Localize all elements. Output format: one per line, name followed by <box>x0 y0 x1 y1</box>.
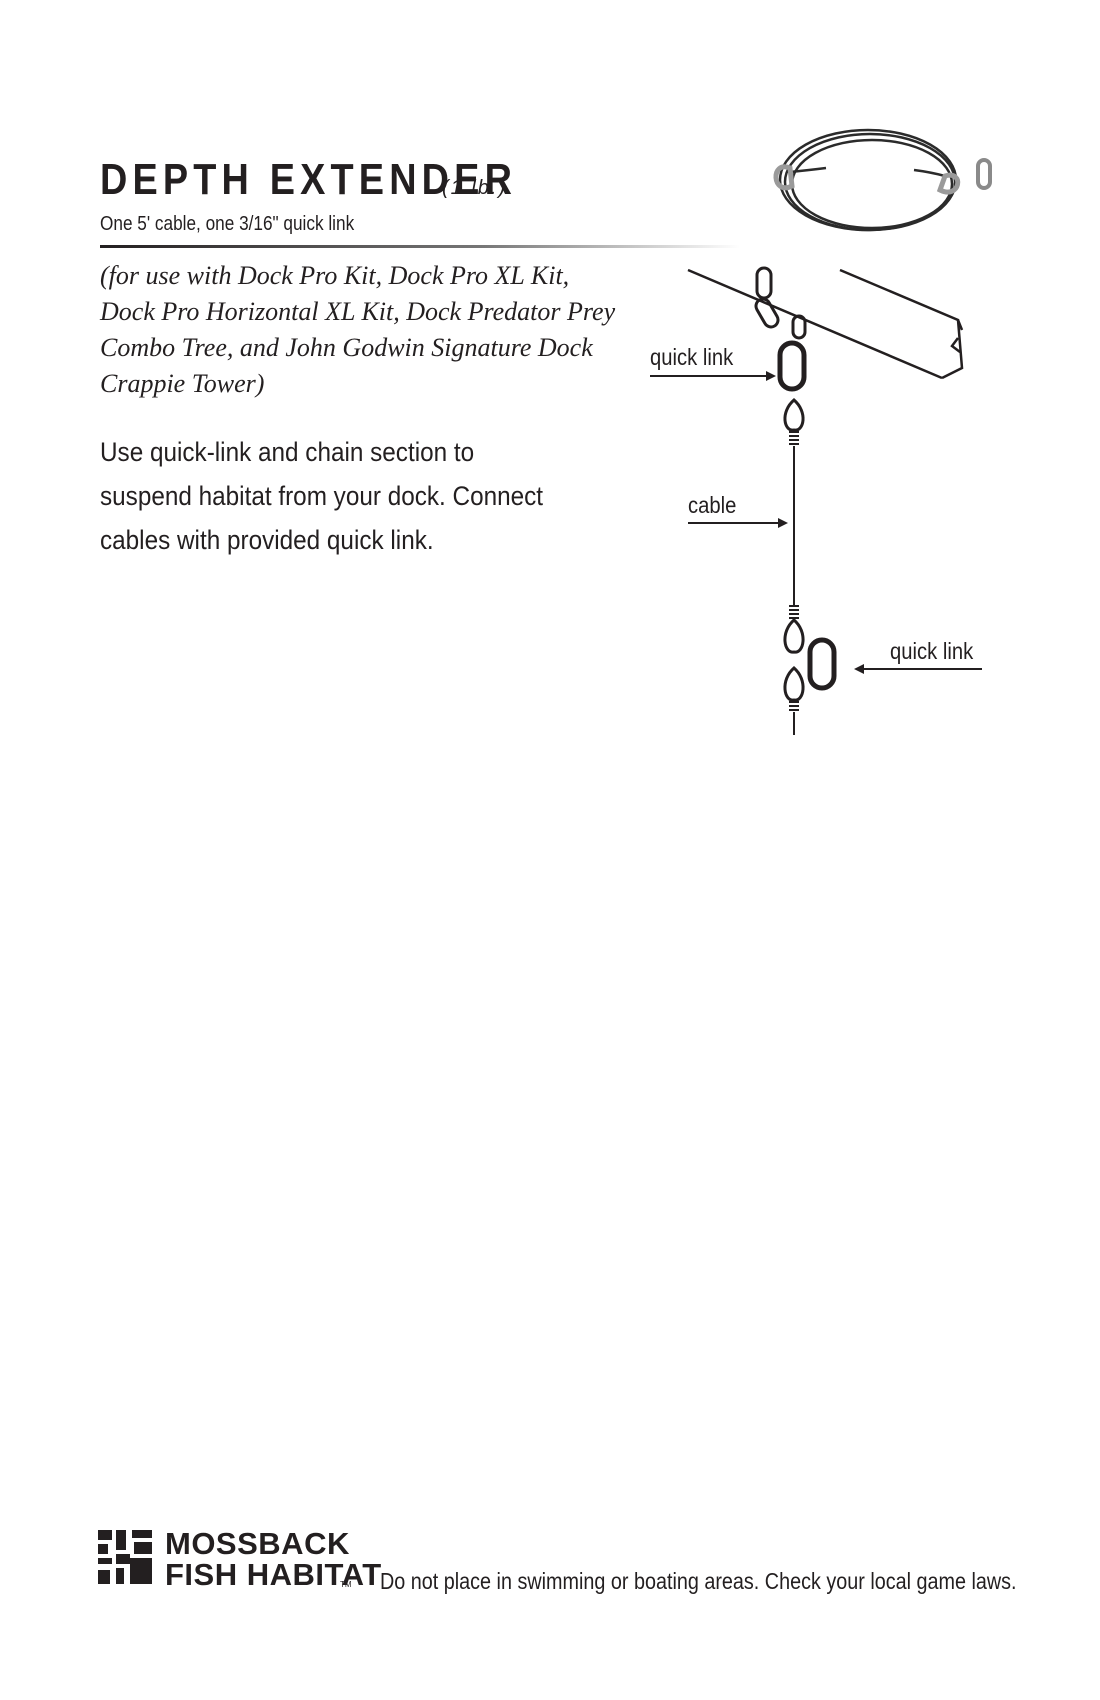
middle-eyelet-upper <box>783 618 805 654</box>
lower-ferrule <box>789 701 799 711</box>
header-divider <box>100 245 740 248</box>
instructions-text: Use quick-link and chain section to susp… <box>100 437 544 555</box>
brand-name-line1: MOSSBACK <box>165 1526 350 1561</box>
compatibility-note: (for use with Dock Pro Kit, Dock Pro XL … <box>100 261 616 398</box>
quick-link-image <box>976 158 992 190</box>
top-eyelet <box>783 398 805 432</box>
kit-contents: One 5' cable, one 3/16" quick link <box>100 213 355 235</box>
bottom-ferrule <box>789 605 799 619</box>
mossback-logo-icon <box>98 1530 152 1584</box>
label-cable: cable <box>688 492 737 518</box>
cable-eyelets-image <box>773 164 961 195</box>
top-quick-link <box>777 340 807 392</box>
middle-eyelet-lower <box>783 666 805 702</box>
label-quick-link-top: quick link <box>650 344 734 370</box>
chain-section <box>754 266 807 340</box>
callout-arrows <box>650 371 982 674</box>
trademark-symbol: TM <box>340 1580 352 1589</box>
title-row: DEPTH EXTENDER <box>100 155 585 205</box>
top-ferrule <box>789 431 799 445</box>
product-weight: (1 lb.) <box>442 177 508 199</box>
label-quick-link-bottom: quick link <box>890 638 974 664</box>
cable-coil-image <box>778 128 958 232</box>
safety-warning: Do not place in swimming or boating area… <box>380 1568 1017 1594</box>
dock-beam <box>687 268 964 380</box>
bottom-quick-link <box>807 637 837 691</box>
page-title: DEPTH EXTENDER <box>100 155 518 204</box>
brand-name-line2: FISH HABITAT <box>165 1557 382 1592</box>
installation-diagram <box>650 128 992 735</box>
